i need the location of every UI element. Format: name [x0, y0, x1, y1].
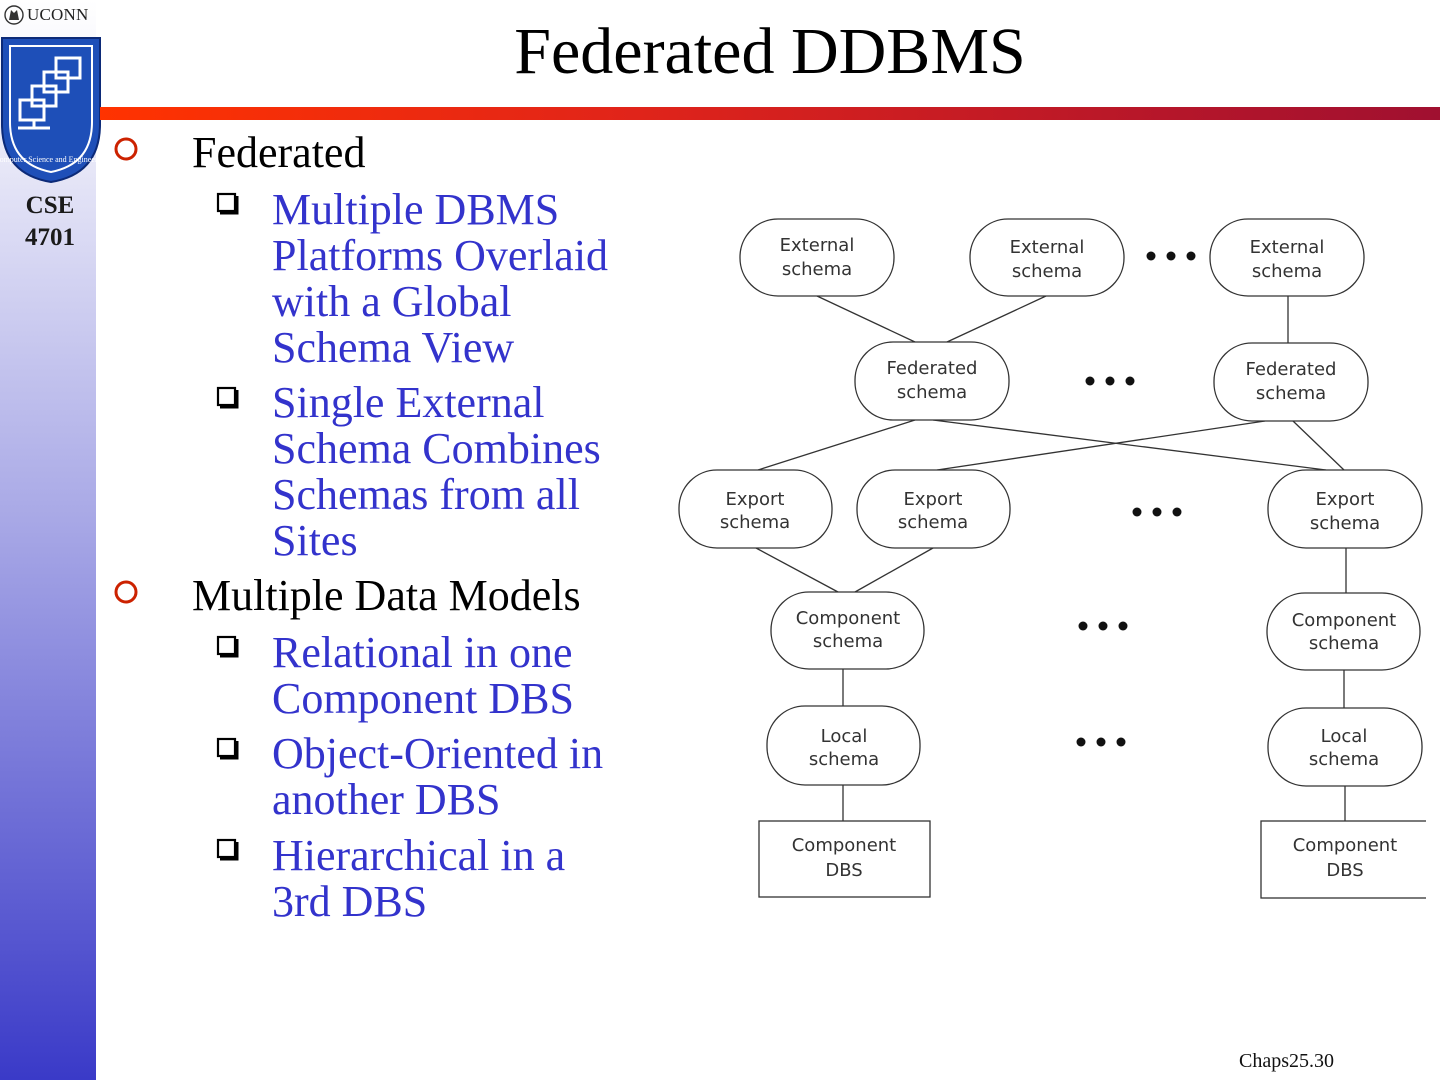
bullet-federated: Federated	[192, 128, 366, 177]
export-schema-node	[678, 469, 833, 549]
node-label: schema	[782, 259, 852, 280]
node-label: schema	[897, 382, 967, 403]
federated-schema-node	[854, 341, 1010, 421]
node-label: External	[780, 235, 855, 256]
square-bullet-icon	[216, 737, 239, 760]
export-schema-node	[856, 469, 1011, 549]
course-code: CSE 4701	[25, 192, 75, 251]
node-label: Federated	[887, 358, 978, 379]
node-label: Export	[904, 489, 963, 510]
ellipsis-dots	[1076, 251, 1196, 747]
seal-lettering: Computer Science and Engineering	[0, 155, 102, 164]
slide-title: Federated DDBMS	[514, 15, 1026, 88]
node-label: Component	[796, 608, 901, 629]
component-dbs-node	[758, 820, 931, 898]
node-label: Local	[1321, 726, 1368, 747]
sidebar: UCONN Computer Science and Engineering C…	[0, 0, 102, 1080]
diagram-connectors	[755, 295, 1347, 821]
node-label: schema	[1256, 383, 1326, 404]
sub-bullet-relational: Relational in one Component DBS	[272, 628, 574, 723]
component-schema-node	[770, 591, 925, 670]
node-label: Component	[1292, 610, 1397, 631]
external-schema-node	[739, 218, 895, 297]
node-label: schema	[1310, 513, 1380, 534]
uconn-wordmark: UCONN	[27, 5, 89, 24]
node-label: Local	[821, 726, 868, 747]
slide-footer: Chaps25.30	[1239, 1050, 1334, 1072]
node-label: schema	[809, 749, 879, 770]
node-label: External	[1010, 237, 1085, 258]
federated-schema-diagram: External schema External schema External…	[678, 218, 1426, 899]
node-label: Export	[1316, 489, 1375, 510]
node-label: External	[1250, 237, 1325, 258]
node-label: schema	[1012, 261, 1082, 282]
node-label: schema	[1252, 261, 1322, 282]
sub-bullet-hierarchical: Hierarchical in a 3rd DBS	[272, 831, 566, 926]
square-bullet-icon	[216, 192, 239, 215]
square-bullet-icon	[216, 386, 239, 409]
node-label: DBS	[1326, 860, 1363, 881]
circle-bullet-icon	[114, 580, 138, 604]
circle-bullet-icon	[114, 137, 138, 161]
node-label: DBS	[825, 860, 862, 881]
sub-bullet-single-external-schema: Single External Schema Combines Schemas …	[272, 378, 601, 565]
sub-bullet-object-oriented: Object-Oriented in another DBS	[272, 729, 604, 824]
node-label: schema	[813, 631, 883, 652]
title-underline-bar	[100, 107, 1440, 120]
husky-icon	[4, 5, 24, 25]
external-schema-node	[969, 218, 1125, 297]
node-label: Export	[726, 489, 785, 510]
node-label: schema	[720, 512, 790, 533]
node-label: schema	[898, 512, 968, 533]
external-schema-node	[1209, 218, 1365, 297]
local-schema-node	[1267, 707, 1423, 787]
local-schema-node	[766, 705, 921, 786]
sub-bullet-global-schema: Multiple DBMS Platforms Overlaid with a …	[272, 185, 609, 372]
bullet-multiple-data-models: Multiple Data Models	[192, 571, 581, 620]
cse-department-seal-icon: Computer Science and Engineering	[0, 37, 102, 184]
export-schema-node	[1267, 469, 1423, 549]
federated-schema-node	[1213, 342, 1369, 422]
node-label: schema	[1309, 749, 1379, 770]
square-bullet-icon	[216, 635, 239, 658]
node-label: schema	[1309, 633, 1379, 654]
node-label: Component	[1293, 835, 1398, 856]
component-dbs-node	[1260, 820, 1426, 899]
node-label: Component	[792, 835, 897, 856]
component-schema-node	[1266, 592, 1421, 671]
uconn-logo: UCONN	[4, 4, 88, 26]
node-label: Federated	[1246, 359, 1337, 380]
square-bullet-icon	[216, 838, 239, 861]
